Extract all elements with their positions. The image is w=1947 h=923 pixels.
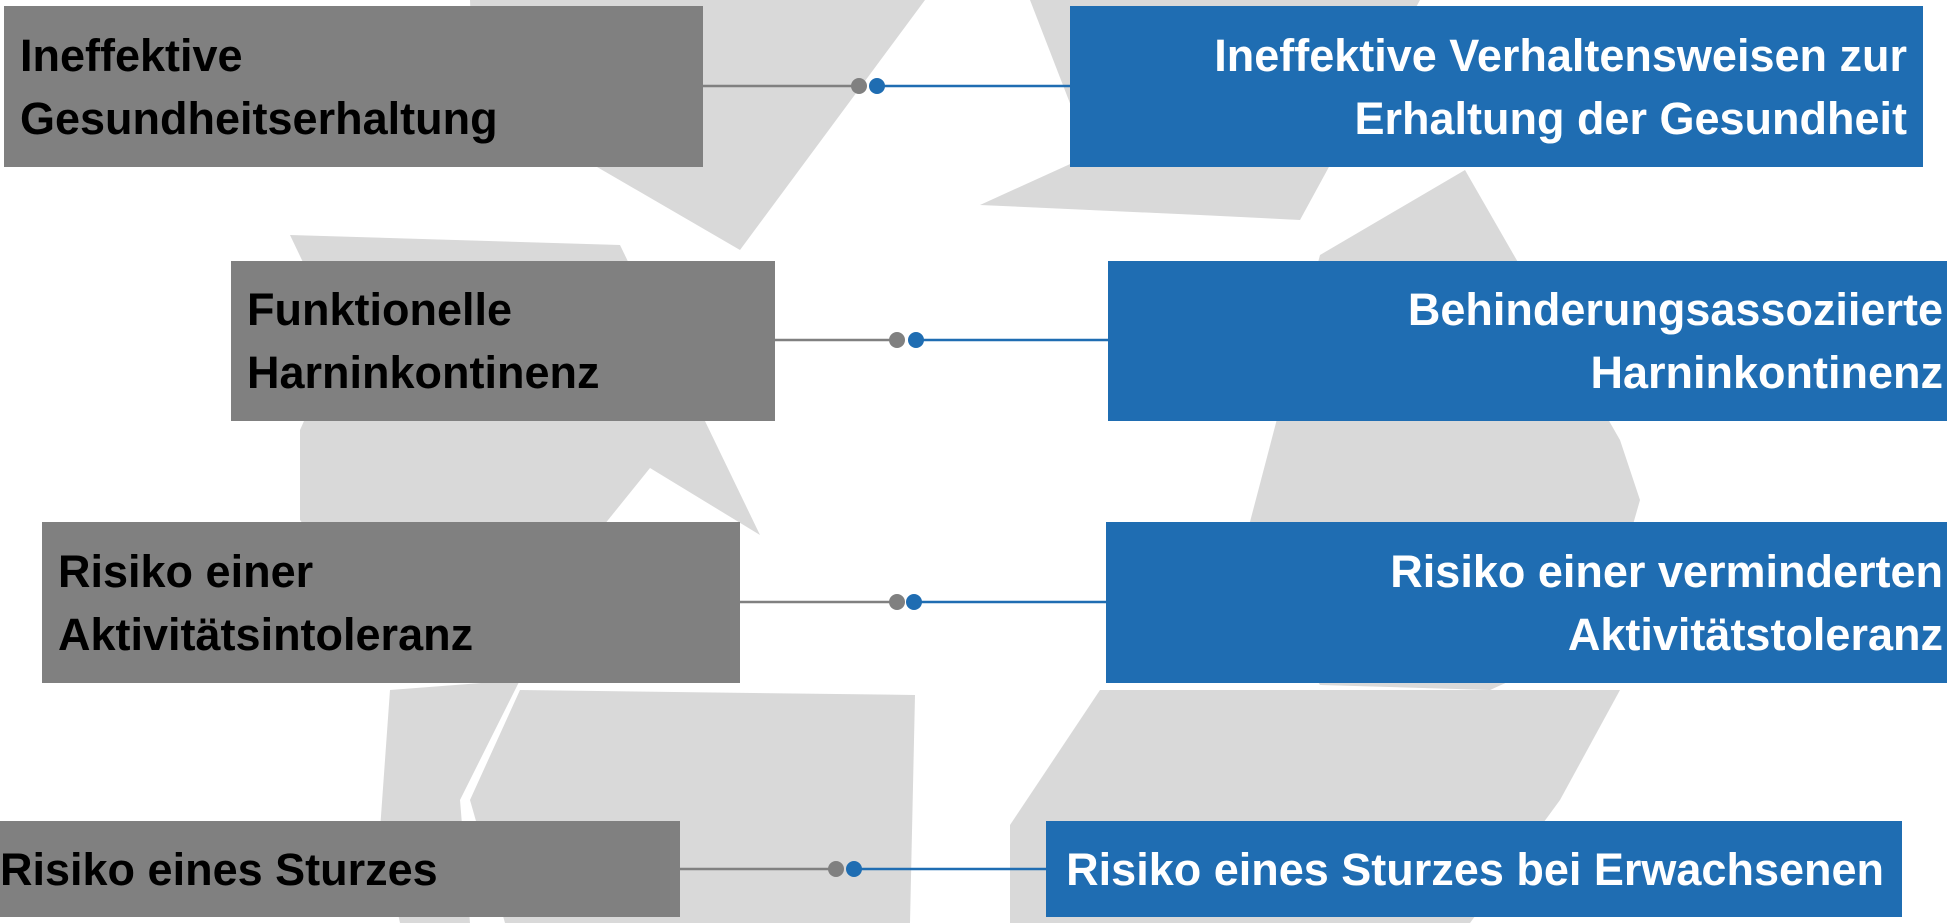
old-diagnosis-box-2: Funktionelle Harninkontinenz bbox=[231, 261, 775, 421]
new-diagnosis-line1: Behinderungsassoziierte bbox=[1407, 284, 1943, 335]
new-diagnosis-line2: Harninkontinenz bbox=[1590, 347, 1943, 398]
old-diagnosis-box-1: Ineffektive Gesundheitserhaltung bbox=[4, 6, 703, 167]
new-diagnosis-line2: Erhaltung der Gesundheit bbox=[1354, 92, 1907, 144]
new-diagnosis-box-4: Risiko eines Sturzes bei Erwachsenen bbox=[1046, 821, 1902, 917]
old-diagnosis-line1: Ineffektive bbox=[20, 29, 243, 81]
old-diagnosis-line2: Harninkontinenz bbox=[247, 347, 600, 398]
new-diagnosis-line2: Aktivitätstoleranz bbox=[1567, 608, 1943, 660]
old-diagnosis-line1: Risiko einer bbox=[58, 545, 314, 597]
old-diagnosis-line2: Gesundheitserhaltung bbox=[20, 92, 498, 144]
old-diagnosis-line2: Aktivitätsintoleranz bbox=[58, 608, 474, 660]
new-diagnosis-box-2: Behinderungsassoziierte Harninkontinenz bbox=[1108, 261, 1947, 421]
new-diagnosis-box-3: Risiko einer verminderten Aktivitätstole… bbox=[1106, 522, 1947, 683]
old-diagnosis-line1: Risiko eines Sturzes bbox=[0, 843, 438, 895]
new-diagnosis-box-1: Ineffektive Verhaltensweisen zur Erhaltu… bbox=[1070, 6, 1923, 167]
new-diagnosis-line1: Risiko einer verminderten bbox=[1390, 545, 1943, 597]
old-diagnosis-box-4: Risiko eines Sturzes bbox=[0, 821, 680, 917]
new-diagnosis-line1: Ineffektive Verhaltensweisen zur bbox=[1214, 29, 1907, 81]
new-diagnosis-line1: Risiko eines Sturzes bei Erwachsenen bbox=[1066, 843, 1884, 895]
old-diagnosis-box-3: Risiko einer Aktivitätsintoleranz bbox=[42, 522, 740, 683]
old-diagnosis-line1: Funktionelle bbox=[247, 284, 513, 335]
